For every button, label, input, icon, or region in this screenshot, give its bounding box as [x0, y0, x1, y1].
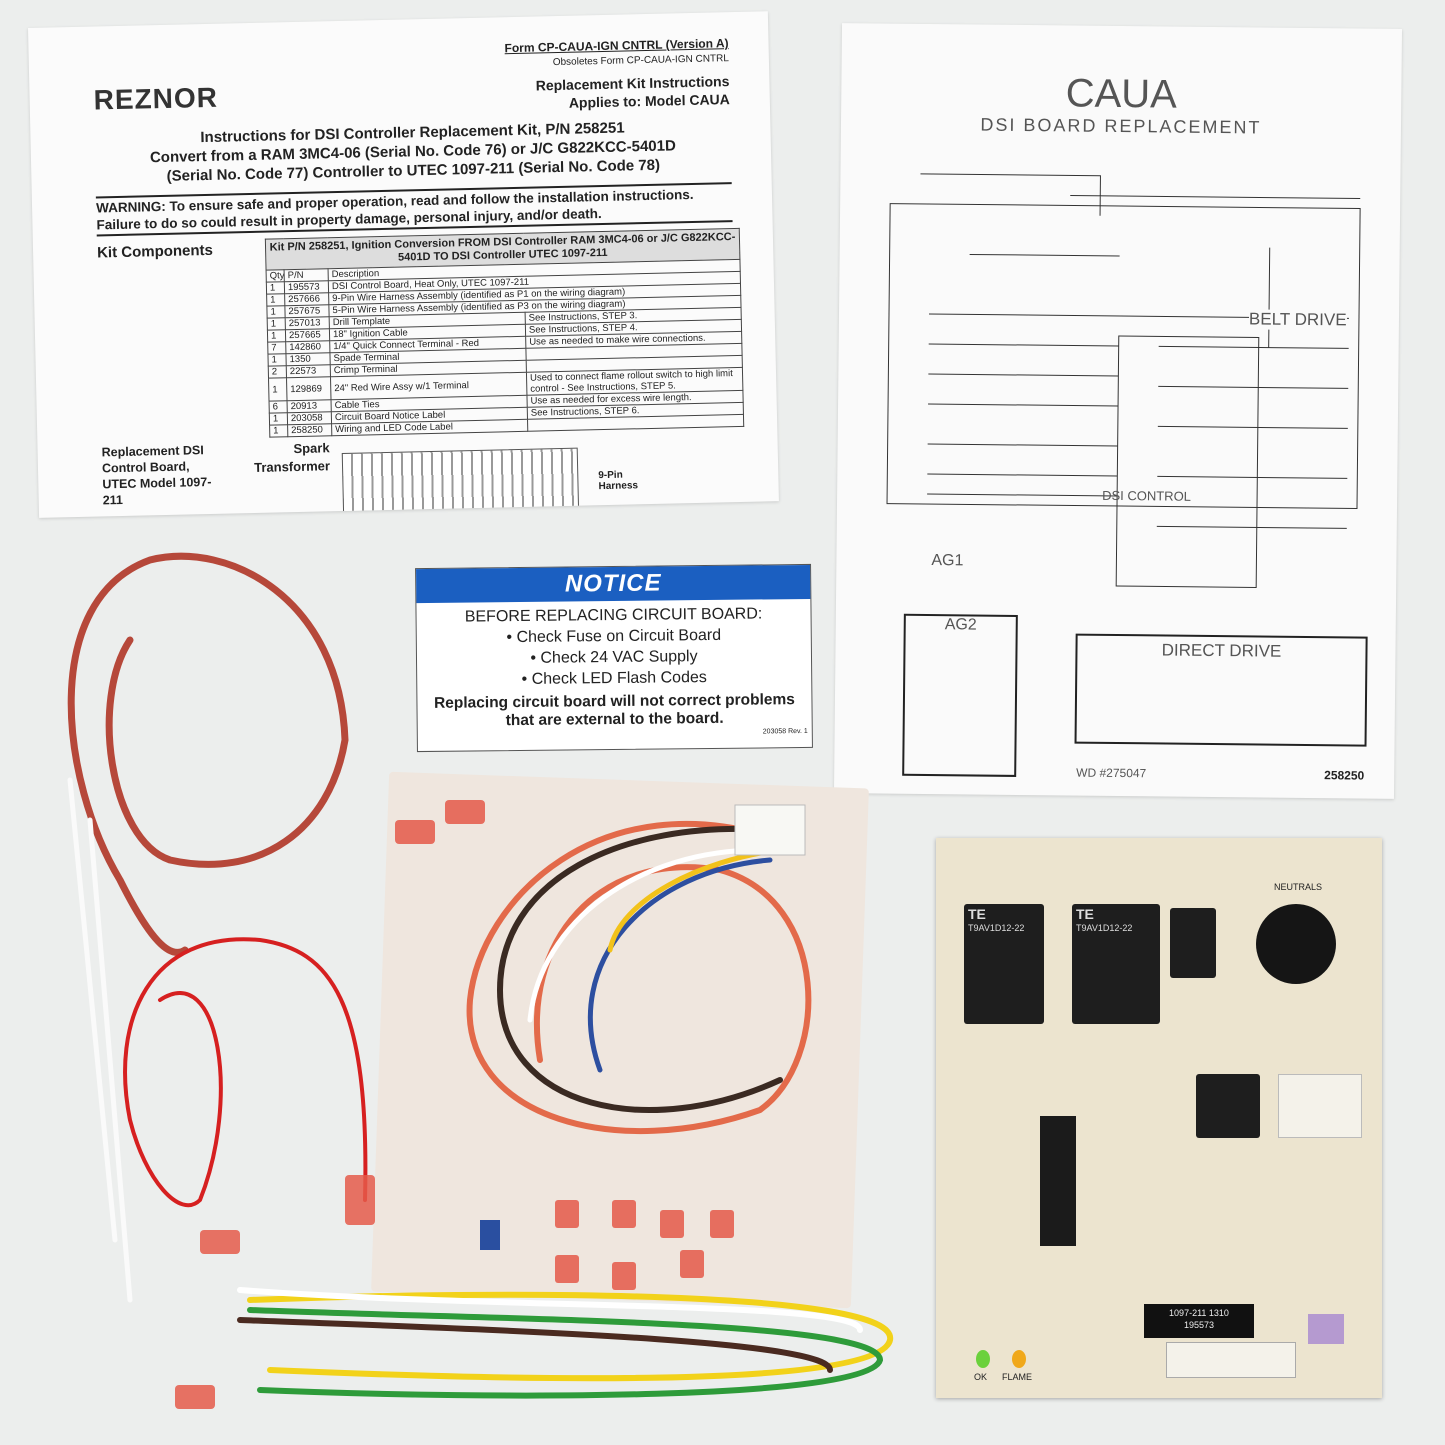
harness-wire [587, 857, 773, 1073]
relay-4 [1196, 1074, 1260, 1138]
relay-3 [1170, 908, 1216, 978]
spark-transformer [1256, 904, 1336, 984]
fuse [1308, 1314, 1344, 1344]
harness-wire [527, 847, 763, 1023]
board-label: 1097-211 1310 195573 [1144, 1304, 1254, 1338]
flame-led [1012, 1350, 1026, 1368]
9pin-connector [734, 804, 806, 856]
harness-5pin [247, 1291, 894, 1382]
harness-wire [237, 1287, 863, 1333]
red-wire [123, 937, 368, 1208]
harness-wire [496, 826, 783, 1113]
relay-brand: TE [1076, 906, 1094, 922]
relay-model: T9AV1D12-22 [1076, 923, 1133, 933]
relay-model: T9AV1D12-22 [968, 923, 1025, 933]
board-serial: 195573 [1183, 1320, 1215, 1330]
9pin-socket [1278, 1074, 1362, 1138]
quick-connect-terminals [175, 800, 734, 1409]
microcontroller [1040, 1116, 1076, 1246]
ignition-cable [67, 552, 349, 956]
schematic-lines [886, 173, 1361, 588]
ok-label: OK [974, 1372, 988, 1382]
crimp-terminal [480, 1220, 500, 1250]
harness-wire [247, 1307, 884, 1399]
harness-wire [237, 1317, 833, 1373]
harness-9pin [466, 820, 812, 1135]
ok-led [976, 1350, 990, 1368]
wiring-diagram: CAUA DSI BOARD REPLACEMENT BELT DRIVE DS… [833, 23, 1403, 799]
board-model: 1097-211 1310 [1169, 1308, 1229, 1318]
flame-label: FLAME [1002, 1372, 1033, 1382]
relay-brand: TE [968, 906, 986, 922]
5pin-socket [1166, 1342, 1296, 1378]
neutrals-label: NEUTRALS [1273, 882, 1322, 892]
cable-ties [67, 777, 133, 1303]
